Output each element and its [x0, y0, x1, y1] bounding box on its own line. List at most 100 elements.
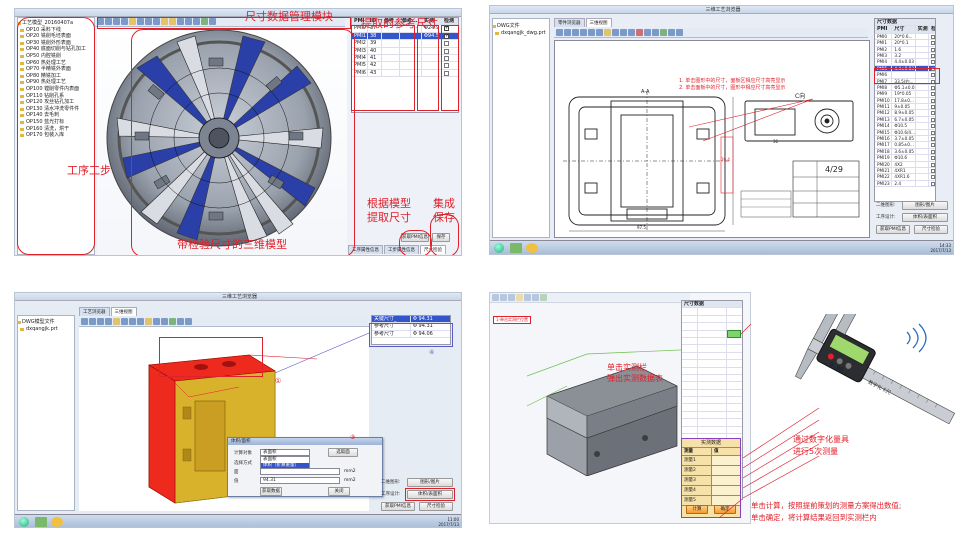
check-checkbox[interactable]: [931, 156, 935, 161]
fit-icon[interactable]: [145, 318, 152, 325]
open-icon[interactable]: [105, 18, 112, 25]
measurement-value-input[interactable]: [711, 496, 740, 505]
face-field[interactable]: [260, 468, 340, 475]
tree-item-process[interactable]: OP100 镗削零件内表面: [18, 86, 94, 93]
measure-icon[interactable]: [169, 318, 176, 325]
dim-check-button[interactable]: 尺寸检验: [914, 225, 948, 234]
line-icon[interactable]: [620, 29, 627, 36]
measurement-row[interactable]: 测量4: [682, 486, 740, 496]
check-checkbox[interactable]: [931, 117, 935, 122]
tree-item-process[interactable]: OP140 去毛刺: [18, 112, 94, 119]
table-row[interactable]: [682, 360, 742, 368]
get-pmi-button[interactable]: 获取PMI信息: [381, 502, 415, 511]
start-icon[interactable]: [19, 517, 29, 527]
print-icon[interactable]: [121, 18, 128, 25]
tab-process-browser[interactable]: 工艺浏览器: [79, 307, 110, 316]
open-icon[interactable]: [564, 29, 571, 36]
check-checkbox[interactable]: [931, 162, 935, 167]
table-row[interactable]: [682, 308, 742, 316]
measurement-value-input[interactable]: [711, 486, 740, 495]
tree-item-process[interactable]: OP50 内腔铣削: [18, 53, 94, 60]
table-row[interactable]: [682, 426, 742, 435]
settings-icon[interactable]: [185, 318, 192, 325]
open-icon[interactable]: [89, 318, 96, 325]
tree-item-prt[interactable]: dxqangjk.prt: [18, 326, 74, 333]
taskbar-app-icon[interactable]: [526, 243, 538, 253]
measurement-value-input[interactable]: [711, 456, 740, 465]
drawing-image-button[interactable]: 图形/图片: [902, 201, 948, 210]
section-icon[interactable]: [193, 18, 200, 25]
measurement-value-input[interactable]: [711, 476, 740, 485]
check-checkbox[interactable]: [931, 98, 935, 103]
table-row[interactable]: [682, 419, 742, 427]
select-icon[interactable]: [113, 318, 120, 325]
check-checkbox[interactable]: [444, 48, 449, 54]
print-icon[interactable]: [105, 318, 112, 325]
table-row[interactable]: [682, 330, 742, 338]
table-row[interactable]: [682, 374, 742, 383]
check-checkbox[interactable]: [444, 33, 449, 39]
close-button[interactable]: 关闭: [328, 487, 350, 496]
tab-3d-view[interactable]: 三维视图: [110, 307, 137, 316]
table-row[interactable]: [682, 323, 742, 331]
fit-icon[interactable]: [604, 29, 611, 36]
print-icon[interactable]: [580, 29, 587, 36]
view-top-icon[interactable]: [161, 318, 168, 325]
zoom-icon[interactable]: [588, 29, 595, 36]
tree-item-dwg[interactable]: DWG模型文件: [18, 319, 74, 326]
check-checkbox[interactable]: [931, 175, 935, 180]
pan-icon[interactable]: [129, 318, 136, 325]
measurement-row[interactable]: 测量3: [682, 476, 740, 486]
get-pmi-button[interactable]: 获取PMI信息: [876, 225, 910, 234]
tree-item-process[interactable]: OP130 清水冲洗零件件: [18, 106, 94, 113]
check-checkbox[interactable]: [931, 105, 935, 110]
view-iso-icon[interactable]: [185, 18, 192, 25]
check-checkbox[interactable]: [931, 60, 935, 65]
drawing-image-button[interactable]: 图形/图片: [407, 478, 453, 487]
redo-icon[interactable]: [652, 29, 659, 36]
col-ref[interactable]: 参考: [382, 18, 400, 25]
check-checkbox[interactable]: [931, 137, 935, 142]
tree-item-process[interactable]: OP170 包装入库: [18, 132, 94, 139]
tree-item-process[interactable]: OP90 热处理工艺: [18, 79, 94, 86]
calc-button[interactable]: 计算: [686, 505, 708, 514]
check-checkbox[interactable]: [931, 41, 935, 46]
table-row[interactable]: 关键尺寸_Φ 94.31: [372, 316, 450, 324]
pmi-list[interactable]: 尺寸数据 PMI 尺寸 实测 检 PMI020*0.6...PMI120*0.1…: [874, 18, 936, 202]
measure-cell-highlight[interactable]: [727, 330, 741, 338]
save-button[interactable]: 保存: [432, 233, 450, 242]
tree-item-process[interactable]: OP160 清洗，烘干: [18, 126, 94, 133]
check-checkbox[interactable]: [444, 70, 449, 76]
tree-item-process[interactable]: OP60 热处理工艺: [18, 60, 94, 67]
tree-item-process[interactable]: OP150 蓝光打标: [18, 119, 94, 126]
save-icon[interactable]: [97, 318, 104, 325]
circle-icon[interactable]: [628, 29, 635, 36]
check-checkbox[interactable]: [931, 85, 935, 90]
option-volume[interactable]: 体积（折算重量）: [261, 462, 309, 468]
taskbar-app-icon[interactable]: [510, 243, 522, 253]
table-row[interactable]: [682, 397, 742, 405]
tree-item-process[interactable]: OP40 底面切削与钻孔加工: [18, 46, 94, 53]
table-row[interactable]: [682, 382, 742, 390]
select-icon[interactable]: [129, 18, 136, 25]
col-id[interactable]: ID: [368, 18, 382, 25]
settings-icon[interactable]: [209, 18, 216, 25]
check-checkbox[interactable]: [444, 41, 449, 47]
